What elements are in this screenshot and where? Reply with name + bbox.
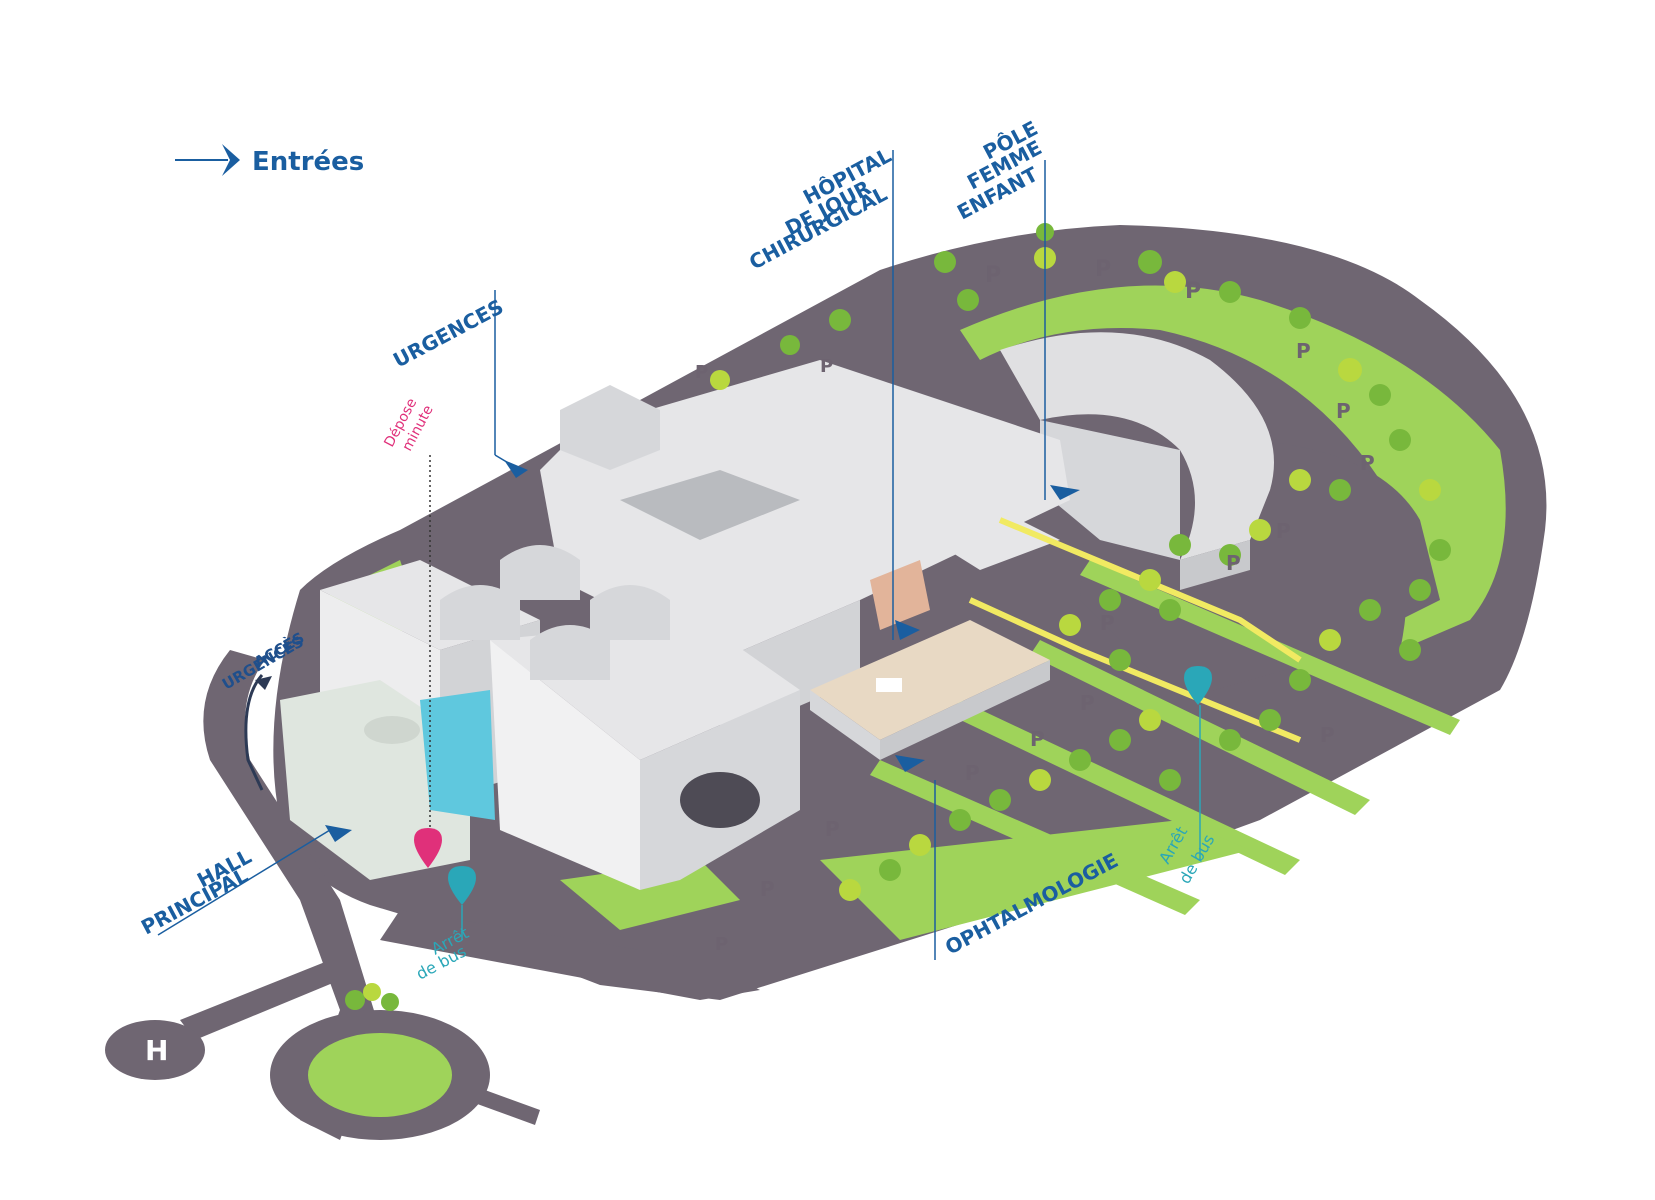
entrance-arrow-icon [255,676,272,690]
teal-pin-icon [1184,666,1212,705]
parking-p: P [1185,279,1201,304]
parking-p: P [760,877,775,901]
ophtalmologie-roof [810,620,1050,740]
parking-p: P [1095,257,1111,282]
parking-p: P [985,263,1001,288]
pedestrian-path [998,517,1302,663]
entrance-arrow-icon [895,755,925,772]
parking-p: P [1276,519,1291,543]
access-road-south [380,910,760,1000]
urgences-building [560,385,660,470]
main-hospital-roof [540,360,1070,660]
barrel-roof-4 [530,625,610,680]
barrel-roof-3 [590,585,670,640]
parking-p: P [1080,691,1095,715]
pedestrian-path-2 [968,597,1302,743]
main-hospital-dark-roof [620,470,800,540]
green-crescent [960,285,1506,650]
parking-p: P [1360,451,1375,475]
terracotta-roof [870,560,930,630]
pink-pin-icon [414,828,442,868]
pole-femme-enfant-building [1000,332,1274,560]
ophtalmologie-skylight [876,678,902,692]
entrance-arrow-icon [895,620,920,640]
legend-label: Entrées [252,147,364,177]
parking-p: P [965,761,980,785]
hall-principal-rotunda [364,716,420,744]
access-road-west [203,650,380,1140]
entrance-arrow-icon [1050,485,1080,500]
entrance-arrow-icon [325,825,352,842]
entrance-arrow-icon [504,460,528,478]
hdj-chirurgical-building [900,500,1060,570]
arrow-right-icon [222,144,240,176]
glass-atrium [420,690,495,820]
parking-p: P [1320,723,1335,747]
trees [345,223,1451,1011]
ophtalmologie-front [810,690,880,760]
parking-p: P [1030,727,1045,751]
heliport-h: H [145,1034,168,1067]
pole-femme-enfant-wing [1040,420,1180,560]
parking-p: P [695,362,708,383]
parking-p: P [1296,339,1311,363]
roundabout-center [308,1033,452,1117]
parking-p: P [825,817,840,841]
green-south-west [560,860,740,930]
barrel-roof-1 [500,545,580,600]
parking-p: P [820,356,833,377]
urgences-label: URGENCES [389,294,507,372]
parking-p: P [715,934,728,955]
legend: Entrées [175,144,364,177]
road-to-heliport [180,960,340,1040]
barrel-roof-2 [440,585,520,640]
parking-marks: P P P P P P P P P P P P P P P P P P [695,257,1375,955]
parking-p: P [1336,399,1351,423]
parking-p: P [1100,611,1115,635]
green-strip-3 [950,700,1300,875]
south-block-front [490,640,640,890]
ophtalmologie-side [880,660,1050,760]
parking-p: P [1226,551,1241,575]
teal-pin-icon [448,866,476,905]
heliport-pad [105,1020,205,1080]
dark-dome [680,772,760,828]
